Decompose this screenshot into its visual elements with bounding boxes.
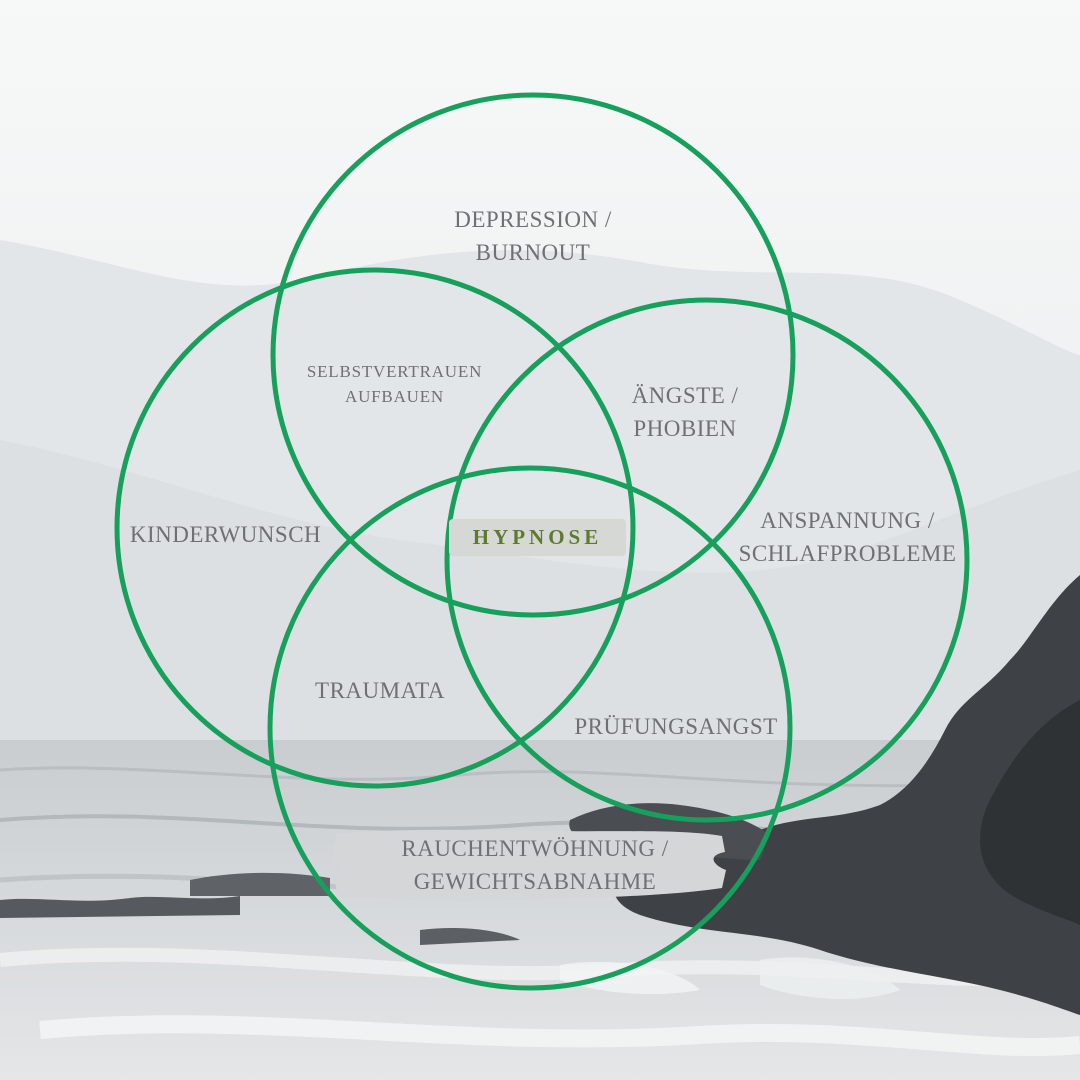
circle-top: [270, 92, 796, 618]
cliff-right: [613, 575, 1080, 1015]
brush-stroke-badge: [330, 826, 730, 904]
circle-right: [444, 297, 970, 823]
rocks-left: [0, 896, 240, 918]
label-rauchen: RAUCHENTWÖHNUNG / GEWICHTSABNAHME: [401, 836, 669, 895]
label-kinderwunsch: KINDERWUNSCH: [129, 522, 322, 547]
mountain-mid: [0, 440, 1080, 760]
circle-bottom: [267, 465, 793, 991]
center-badge: HYPNOSE: [449, 519, 626, 556]
label-selbstvertrauen: SELBSTVERTRAUEN AUFBAUEN: [306, 362, 483, 406]
label-pruefungsangst: PRÜFUNGSANGST: [574, 714, 778, 739]
circle-left: [114, 267, 636, 789]
label-anspannung: ANSPANNUNG / SCHLAFPROBLEME: [738, 508, 957, 567]
label-traumata: TRAUMATA: [315, 678, 445, 703]
center-label: HYPNOSE: [472, 525, 603, 549]
label-depression: DEPRESSION / BURNOUT: [454, 207, 612, 266]
label-aengste: ÄNGSTE / PHOBIEN: [631, 383, 739, 442]
